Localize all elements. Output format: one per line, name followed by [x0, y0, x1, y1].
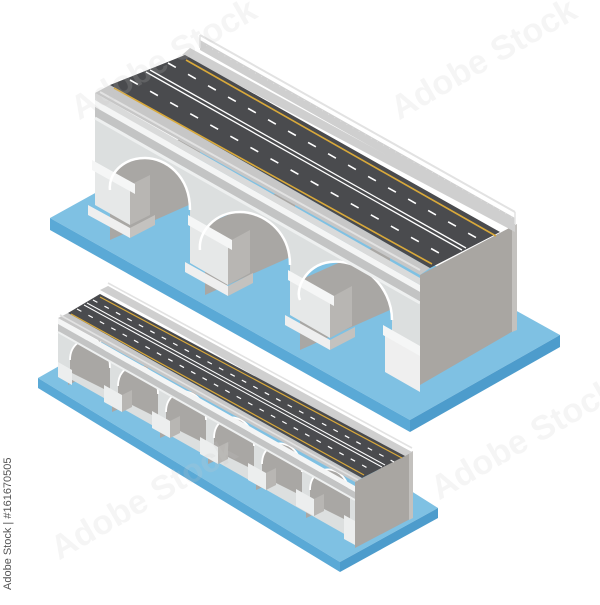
- large-end-wall: [420, 225, 515, 385]
- small-railings: [59, 282, 413, 481]
- small-road-deck: [68, 294, 405, 478]
- large-bridge: [50, 34, 560, 432]
- large-arch-rims: [108, 156, 394, 321]
- small-end-wall: [355, 452, 412, 548]
- small-bridge: [38, 282, 438, 572]
- large-railings: [99, 34, 516, 271]
- stock-credit-label: Adobe Stock | #161670505: [2, 457, 14, 590]
- large-balustrade: [94, 93, 421, 305]
- large-piers: [88, 160, 420, 392]
- small-piers: [58, 362, 355, 545]
